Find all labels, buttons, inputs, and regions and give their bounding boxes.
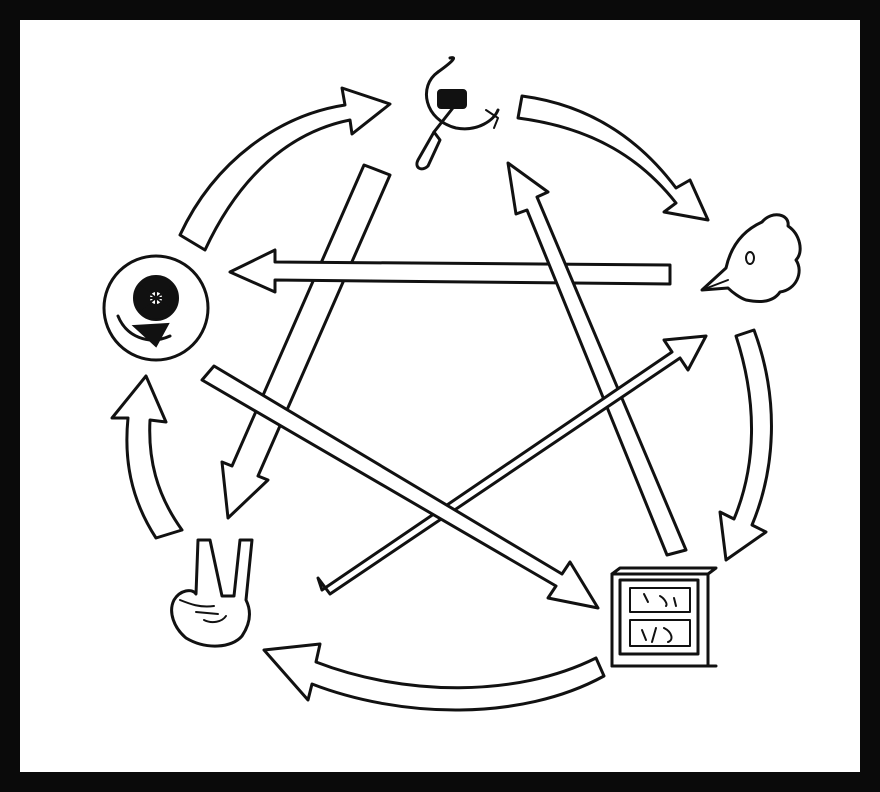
- hammer-and-sickle-icon: [417, 58, 498, 169]
- cycle-arrows: [112, 88, 771, 710]
- cycle-arrow-hand-to-eye: [112, 376, 182, 538]
- eye-face-icon: [104, 256, 208, 360]
- cycle-arrow-hammer-to-bird: [518, 96, 708, 220]
- star-arrows: [202, 163, 706, 608]
- peace-sign-hand-icon: [172, 540, 252, 646]
- star-arrow-bird-to-eye: [230, 250, 670, 292]
- window-panel-icon: [612, 568, 716, 666]
- cycle-arrow-bird-to-window: [720, 330, 771, 560]
- bird-head-icon: [702, 215, 800, 302]
- cycle-arrow-window-to-hand: [264, 644, 604, 710]
